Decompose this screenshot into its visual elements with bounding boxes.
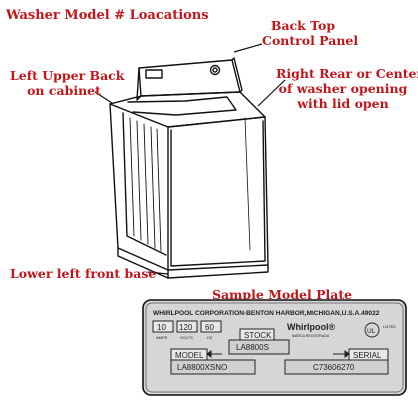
brand-sub: MARCA REGISTRADA [292,334,330,338]
ul-mark: UL [367,328,376,335]
amps-box [152,320,174,333]
label-right-rear: Right Rear or Center of washer opening w… [276,66,418,111]
volts-label: VOLTS [180,335,193,340]
label-back-top-line1: Back Top [270,18,336,33]
washer-top [109,91,266,128]
label-left-upper: Left Upper Back on cabinet [10,68,125,98]
label-back-top-line2: Control Panel [262,33,359,48]
listed-mark: LISTED [383,325,396,329]
amps-value: 10 [157,323,166,332]
label-right-rear-line2: of washer opening [278,81,408,96]
model-value: LA8800XSNO [177,363,227,372]
serial-value-box [284,359,389,375]
pointer-back-top [233,43,263,53]
volts-box [176,320,198,333]
ul-logo-icon [364,322,380,338]
label-sample-plate: Sample Model Plate [212,287,353,302]
label-left-upper-line1: Left Upper Back [10,68,125,83]
hz-box [200,320,222,333]
panel-knob [209,64,221,76]
stock-label: STOCK [244,331,272,340]
diagram-title: Washer Model # Loacations [6,8,209,23]
panel-display [145,69,163,79]
hz-value: 60 [205,323,214,332]
serial-value: C73606270 [313,363,355,372]
washer-front [167,116,269,271]
label-right-rear-line3: with lid open [297,96,389,111]
plate-header: WHIRLPOOL CORPORATION-BENTON HARBOR,MICH… [153,310,380,317]
model-value-box [170,359,256,375]
label-lower-left: Lower left front base [10,266,157,281]
label-right-rear-line1: Right Rear or Center [276,66,418,81]
pointer-right-rear [257,79,286,107]
hz-label: HZ [207,335,213,340]
stock-value-box [228,339,290,355]
label-back-top: Back Top Control Panel [262,18,359,48]
model-label: MODEL [175,351,204,360]
serial-label: SERIAL [353,351,382,360]
volts-value: 120 [179,323,193,332]
label-left-upper-line2: on cabinet [27,83,101,98]
pointer-lower-left [147,271,169,275]
pointer-left-upper [94,91,113,104]
brand-name: Whirlpool® [287,322,335,332]
stock-value: LA8800S [236,343,269,352]
amps-label: AMPS [156,335,168,340]
